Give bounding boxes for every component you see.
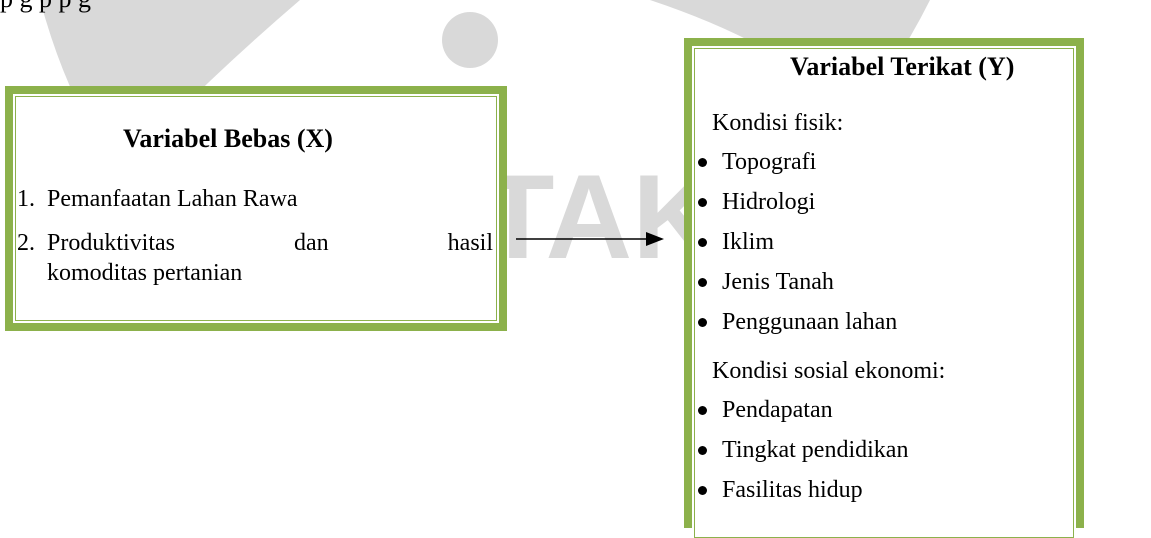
bullet-icon [698, 158, 707, 167]
bullet-icon [698, 278, 707, 287]
watermark-text: TAK [481, 150, 719, 284]
bullet-icon [698, 198, 707, 207]
item-text: Iklim [722, 229, 774, 255]
list-item: Topografi [694, 144, 897, 184]
list-item: Tingkat pendidikan [694, 432, 908, 472]
list-item: Jenis Tanah [694, 264, 897, 304]
social-economic-label: Kondisi sosial ekonomi: [712, 358, 946, 384]
list-item: 1. Pemanfaatan Lahan Rawa [17, 184, 493, 214]
bullet-icon [698, 446, 707, 455]
list-item: Iklim [694, 224, 897, 264]
item-text: Pendapatan [722, 397, 833, 423]
physical-conditions-label: Kondisi fisik: [712, 110, 844, 136]
bullet-icon [698, 318, 707, 327]
word: Produktivitas [47, 230, 176, 256]
item-text: Penggunaan lahan [722, 309, 898, 335]
item-text: Tingkat pendidikan [722, 437, 909, 463]
item-text: Fasilitas hidup [722, 477, 863, 503]
item-text: Jenis Tanah [722, 269, 834, 295]
item-text: Hidrologi [722, 189, 816, 215]
arrow-connector [516, 232, 664, 246]
bullet-icon [698, 486, 707, 495]
item-text: Pemanfaatan Lahan Rawa [47, 186, 298, 212]
list-item: Penggunaan lahan [694, 304, 897, 344]
list-item: Fasilitas hidup [694, 472, 908, 512]
arrow-head-icon [646, 232, 664, 246]
physical-conditions-list: Topografi Hidrologi Iklim Jenis Tanah Pe… [694, 144, 897, 344]
list-item: 2. Produktivitas dan hasil komoditas per… [17, 228, 493, 288]
independent-variable-title: Variabel Bebas (X) [123, 124, 333, 153]
item-number: 1. [17, 186, 35, 212]
watermark-dot [442, 12, 498, 68]
bullet-icon [698, 406, 707, 415]
bullet-icon [698, 238, 707, 247]
word: hasil [447, 230, 493, 256]
dependent-variable-title: Variabel Terikat (Y) [790, 52, 1015, 81]
independent-variable-box: Variabel Bebas (X) 1. Pemanfaatan Lahan … [5, 86, 507, 331]
item-text-line-2: komoditas pertanian [47, 260, 243, 286]
list-item: Hidrologi [694, 184, 897, 224]
independent-variable-list: 1. Pemanfaatan Lahan Rawa 2. Produktivit… [17, 184, 493, 302]
item-text: Topografi [722, 149, 817, 175]
item-text-line-1: Produktivitas dan hasil [47, 228, 493, 258]
cut-off-text-line: p g p p g [0, 0, 700, 14]
item-number: 2. [17, 230, 35, 256]
word: dan [294, 230, 329, 256]
social-economic-list: Pendapatan Tingkat pendidikan Fasilitas … [694, 392, 908, 512]
list-item: Pendapatan [694, 392, 908, 432]
dependent-variable-box: Variabel Terikat (Y) Kondisi fisik: Topo… [684, 38, 1084, 538]
